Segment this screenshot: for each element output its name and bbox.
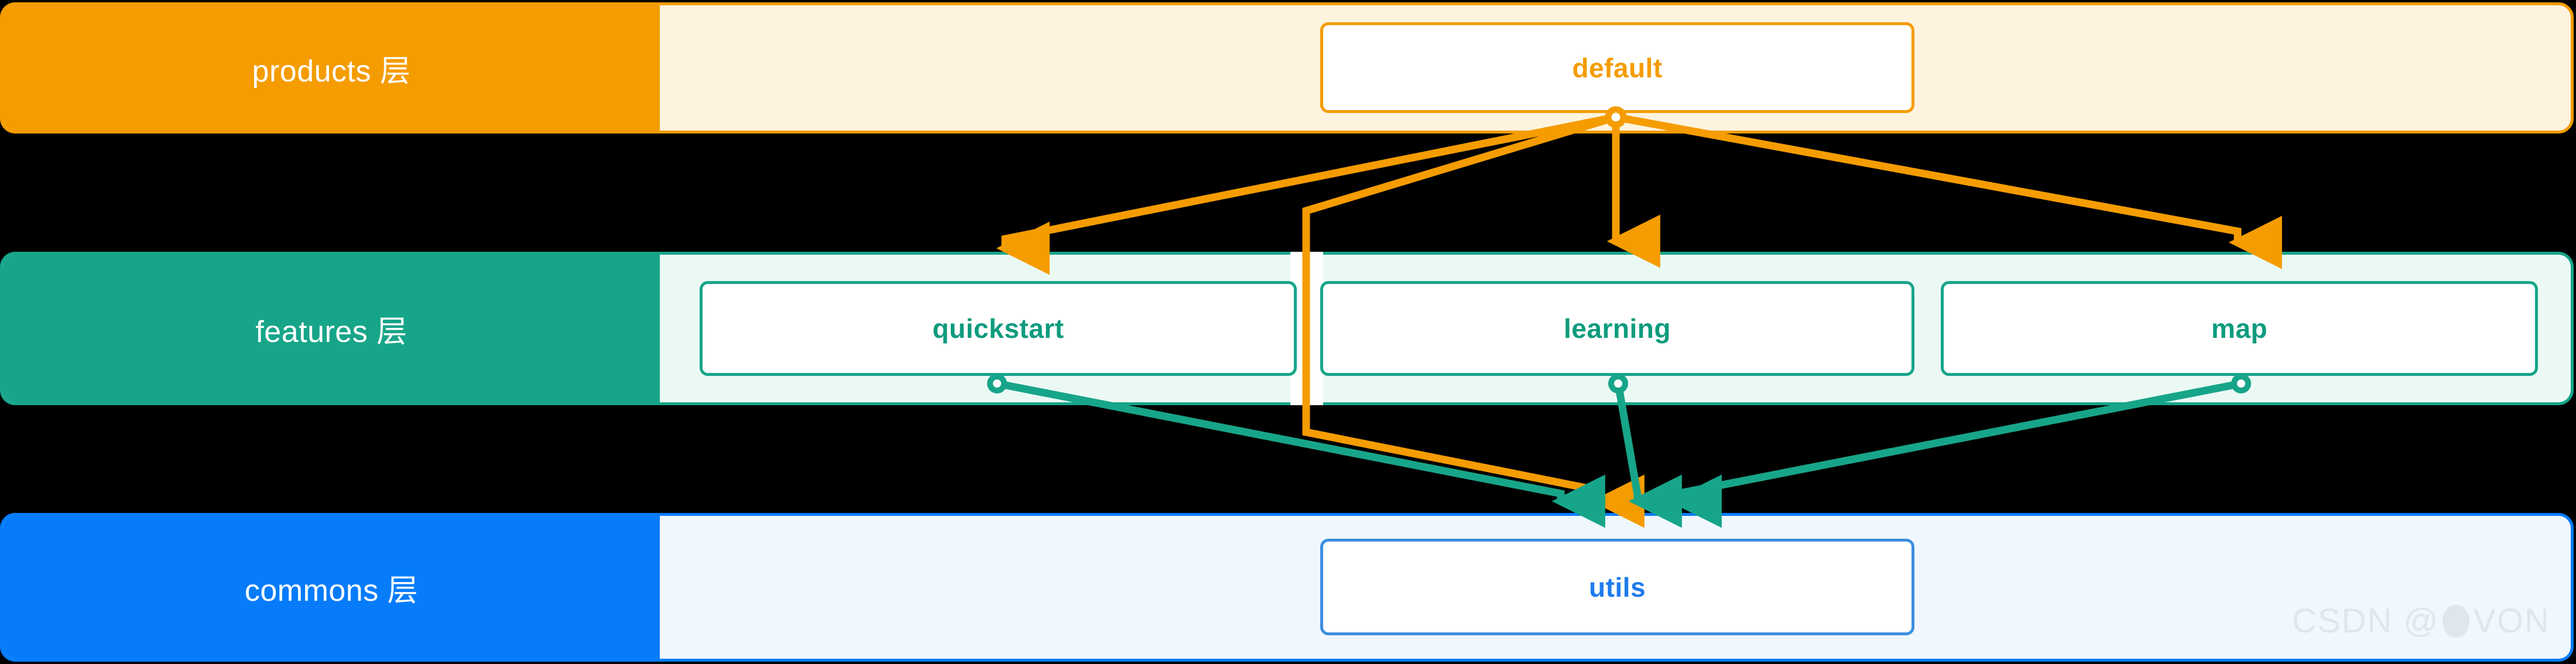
watermark-prefix: CSDN @: [2291, 602, 2440, 640]
layer-label-commons: commons 层: [3, 516, 660, 659]
module-node-map[interactable]: map: [1941, 281, 2538, 376]
layer-label-features: features 层: [3, 255, 660, 402]
module-node-learning[interactable]: learning: [1320, 281, 1914, 376]
module-node-default[interactable]: default: [1320, 22, 1914, 113]
watermark-suffix: VON: [2473, 602, 2550, 640]
layer-band-commons: commons 层: [0, 513, 2574, 662]
csdn-watermark: CSDN @ VON: [2292, 601, 2550, 641]
edge-default-to-quickstart: [996, 113, 1617, 275]
layer-label-products: products 层: [3, 5, 660, 131]
watermark-redacted-glyph: [2443, 604, 2470, 638]
layer-band-products: products 层: [0, 2, 2574, 134]
module-node-utils[interactable]: utils: [1320, 539, 1914, 635]
edge-default-to-map: [1615, 113, 2282, 269]
module-node-quickstart[interactable]: quickstart: [700, 281, 1297, 376]
